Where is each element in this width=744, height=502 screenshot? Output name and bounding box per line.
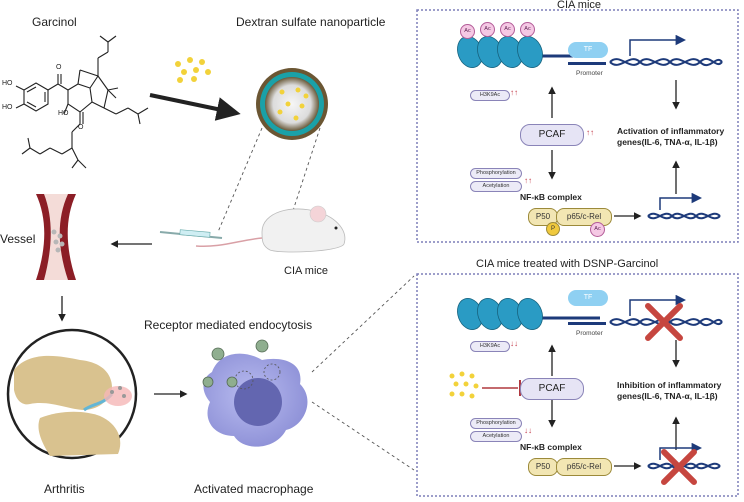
garcinol-structure (15, 35, 149, 169)
ac-badge-2: Ac (480, 22, 495, 37)
top-dna-helix-lower (647, 192, 721, 220)
chem-ho-3: HO (58, 110, 69, 117)
bottom-panel-border (416, 273, 739, 497)
activation-line2: genes(IL-6, TNA-α, IL-1β) (617, 137, 718, 147)
macrophage-label: Activated macrophage (194, 482, 314, 496)
top-dna-helix (609, 34, 723, 67)
top-nfkb-label: NF-κB complex (520, 192, 582, 202)
bottom-phosphorylation-pill: Phosphorylation (470, 418, 522, 429)
macrophage-icon (202, 339, 308, 447)
bottom-h3k9ac-down-arrows: ↓↓ (510, 339, 518, 348)
vessel-icon (36, 194, 76, 280)
chem-o-1: O (56, 64, 62, 71)
bottom-h3k9ac-pill: H3K9Ac (470, 341, 510, 352)
garcinol-label: Garcinol (32, 15, 77, 29)
cross-mark-upper-icon (645, 303, 683, 341)
bottom-nfkb-label: NF-κB complex (520, 442, 582, 452)
top-h3k9ac-pill: H3K9Ac (470, 90, 510, 101)
bottom-promoter-label: Promoter (576, 330, 603, 337)
top-panel-title: CIA mice (557, 0, 602, 11)
ac-badge-1: Ac (460, 24, 475, 39)
top-pcaf-up-arrows: ↑↑ (586, 128, 594, 137)
cia-mice-label: CIA mice (284, 265, 329, 277)
top-pcaf-box: PCAF (520, 124, 584, 146)
bottom-dna-helix (609, 294, 723, 327)
top-phospho-badge: P (546, 222, 560, 236)
ac-badge-3: Ac (500, 22, 515, 37)
bottom-p50-box: P50 (528, 458, 558, 476)
arrow-garcinol-to-nanoparticle (149, 93, 241, 121)
bottom-p65-box: p65/c-Rel (556, 458, 612, 476)
bottom-nfkb-down-arrows: ↓↓ (524, 426, 532, 435)
bottom-panel-title: CIA mice treated with DSNP-Garcinol (476, 258, 659, 270)
arthritis-label: Arthritis (44, 482, 85, 496)
bottom-acetylation-pill: Acetylation (470, 431, 522, 442)
top-h3k9ac-up-arrows: ↑↑ (510, 88, 518, 97)
top-tf-badge: TF (568, 42, 608, 58)
drug-dots-bottom (449, 371, 479, 399)
drug-dots-top (175, 57, 211, 83)
chem-ho-2: HO (2, 104, 13, 111)
inhibition-line2: genes(IL-6, TNA-α, IL-1β) (617, 391, 718, 401)
top-nucleosomes (457, 36, 606, 68)
bottom-nucleosomes (457, 298, 606, 330)
arthritis-joint-icon (6, 328, 138, 460)
nanoparticle-label: Dextran sulfate nanoparticle (236, 15, 386, 29)
top-nfkb-up-arrows: ↑↑ (524, 176, 532, 185)
mouse-icon (159, 205, 346, 253)
bottom-tf-badge: TF (568, 290, 608, 306)
chem-o-2: O (78, 124, 84, 131)
top-phosphorylation-pill: Phosphorylation (470, 168, 522, 179)
chem-ho-1: HO (2, 80, 13, 87)
vessel-label: Vessel (0, 232, 36, 246)
activation-line1: Activation of inflammatory (617, 126, 725, 136)
top-acetylation-pill: Acetylation (470, 181, 522, 192)
top-p65-box: p65/c-Rel (556, 208, 612, 226)
inhibition-line1: Inhibition of inflammatory (617, 380, 722, 390)
top-promoter-label: Promoter (576, 70, 603, 77)
ac-badge-4: Ac (520, 22, 535, 37)
top-ac-small-badge: Ac (590, 222, 605, 237)
cross-mark-lower-icon (661, 449, 697, 485)
nanoparticle-icon (256, 68, 328, 140)
endocytosis-label: Receptor mediated endocytosis (144, 318, 313, 332)
bottom-pcaf-box: PCAF (520, 378, 584, 400)
top-panel-border (416, 9, 739, 243)
